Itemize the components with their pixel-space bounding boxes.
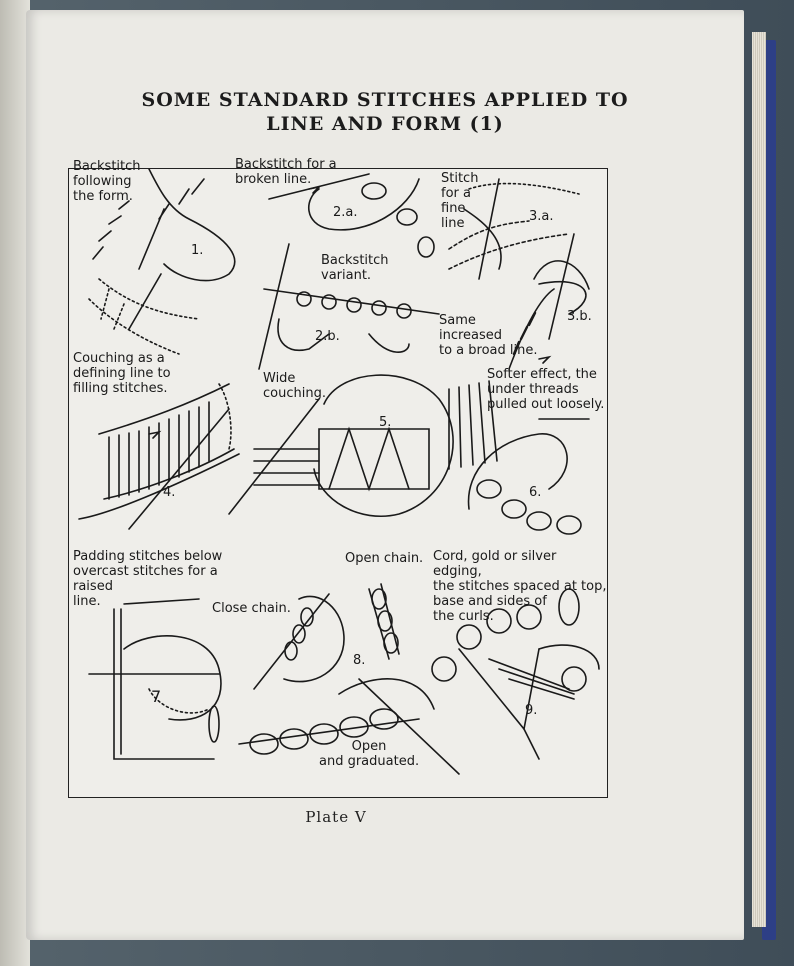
illustration-9-cord-edging (431, 588, 600, 760)
label-stitch-fine-line: Stitch for a fine line (441, 171, 479, 231)
left-page-edge (0, 0, 30, 966)
title-line-1: SOME STANDARD STITCHES APPLIED TO (141, 89, 629, 111)
number-2b: 2.b. (315, 329, 340, 344)
number-4: 4. (163, 485, 176, 500)
label-softer-effect: Softer effect, the under threads pulled … (487, 367, 605, 412)
label-backstitch-following-form: Backstitch following the form. (73, 159, 141, 204)
title-line-2: LINE AND FORM (1) (266, 113, 504, 135)
number-5: 5. (379, 415, 392, 430)
number-8: 8. (353, 653, 366, 668)
arrow-couching (148, 430, 162, 439)
label-wide-couching: Wide couching. (263, 371, 326, 401)
illustration-3b-broad-line (508, 233, 590, 370)
label-backstitch-broken-line: Backstitch for a broken line. (235, 157, 337, 187)
number-6: 6. (529, 485, 542, 500)
illustration-6-softer-effect (448, 380, 590, 535)
arrow-broken-line (308, 185, 322, 194)
label-open-graduated: Open and graduated. (319, 739, 420, 769)
plate-caption: Plate V (305, 808, 367, 826)
label-backstitch-variant: Backstitch variant. (321, 253, 389, 283)
illustration-3a-fine-line (448, 178, 580, 280)
illustration-1-backstitch (88, 169, 236, 355)
illustration-2b-backstitch-variant (258, 243, 440, 370)
number-1: 1. (191, 243, 204, 258)
label-cord-edging: Cord, gold or silver edging, the stitche… (433, 549, 607, 624)
page-title: SOME STANDARD STITCHES APPLIED TO LINE A… (26, 88, 744, 136)
number-9: 9. (525, 703, 538, 718)
label-open-chain: Open chain. (345, 551, 424, 566)
label-couching-defining-line: Couching as a defining line to filling s… (73, 351, 171, 396)
arrow-broad-line (538, 355, 552, 364)
illustration-4-couching (78, 383, 240, 530)
illustration-8-chain-stitches (238, 583, 460, 775)
illustration-plate: Backstitch following the form. Backstitc… (68, 157, 608, 798)
illustration-7-padding-stitches (88, 598, 222, 760)
label-padding-stitches: Padding stitches below overcast stitches… (73, 549, 223, 609)
number-3a: 3.a. (529, 209, 554, 224)
number-2a: 2.a. (333, 205, 358, 220)
label-same-increased: Same increased to a broad line. (439, 313, 538, 358)
number-3b: 3.b. (567, 309, 592, 324)
number-7: 7 (151, 687, 162, 706)
label-close-chain: Close chain. (212, 601, 291, 616)
illustration-5-wide-couching (228, 374, 454, 517)
page-stack-edge (752, 32, 766, 927)
stitch-illustrations (78, 169, 600, 775)
